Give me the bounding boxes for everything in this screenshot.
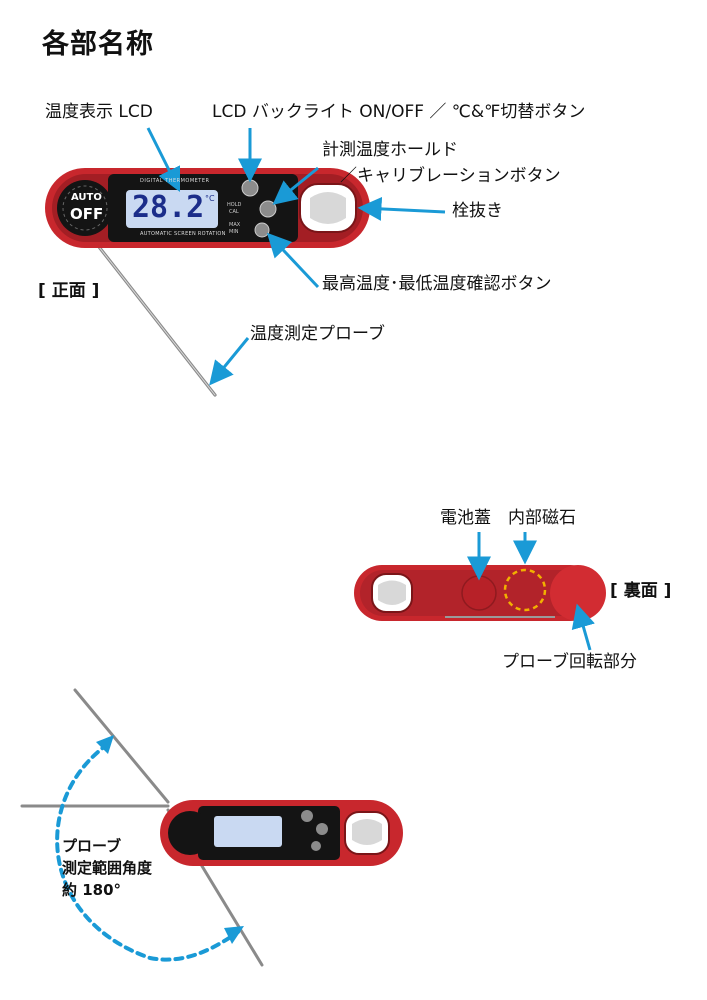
battery-cover [461, 575, 497, 611]
back-thermometer [354, 565, 606, 621]
arrow-probe [209, 337, 250, 386]
angle-caption: プローブ 測定範囲角度 約 180° [62, 836, 152, 901]
callout-lcd: 温度表示 LCD [45, 102, 153, 122]
auto-label: AUTO [71, 192, 102, 203]
max-label: MAX [229, 222, 241, 228]
callout-backlight: LCD バックライト ON/OFF ／ ℃&℉切替ボタン [212, 102, 586, 122]
arc-arrowhead-top [96, 735, 114, 754]
callout-probe: 温度測定プローブ [250, 324, 385, 344]
device-brand-text: DIGITAL THERMOMETER [140, 178, 210, 184]
off-label: OFF [70, 205, 104, 223]
callout-opener: 栓抜き [452, 201, 503, 221]
lcd-screen [126, 190, 218, 228]
angle-line1: プローブ [62, 837, 122, 855]
callout-maxmin: 最高温度･最低温度確認ボタン [322, 274, 552, 294]
magnet-outline [503, 568, 547, 612]
hold-label: HOLD [227, 202, 242, 208]
callout-hold-line2: ／キャリブレーションボタン [340, 166, 561, 186]
backlight-button[interactable] [241, 179, 259, 197]
arrow-hold [272, 166, 319, 205]
page-title: 各部名称 [42, 29, 154, 60]
max-min-button[interactable] [254, 222, 270, 238]
arrow-pivot [571, 603, 595, 651]
probe-upper [73, 688, 170, 804]
back-side-label: [ 裏面 ] [610, 581, 672, 601]
auto-off-dial [57, 180, 113, 236]
min-label: MIN [229, 229, 239, 235]
arrow-maxmin [266, 232, 320, 289]
angle-line2: 測定範囲角度 [62, 858, 153, 877]
callout-hold-line1: 計測温度ホールド [322, 140, 458, 160]
callout-battery-cover: 電池蓋 [440, 508, 491, 528]
arrow-opener [357, 196, 446, 221]
lcd-unit: °C [205, 194, 215, 203]
lcd-temperature: 28.2 [132, 190, 205, 225]
callout-magnet: 内部磁石 [508, 508, 576, 528]
device-footer-text: AUTOMATIC SCREEN ROTATION [140, 231, 226, 237]
angle-arc [55, 742, 240, 962]
arrow-lcd [146, 127, 181, 193]
angle-line3: 約 180° [62, 880, 122, 899]
hold-cal-button[interactable] [259, 200, 277, 218]
cal-label: CAL [229, 209, 239, 215]
arc-arrowhead-bottom [224, 926, 244, 944]
callout-probe-pivot: プローブ回転部分 [502, 652, 637, 672]
angle-thermometer [20, 688, 403, 967]
front-side-label: [ 正面 ] [38, 281, 100, 301]
